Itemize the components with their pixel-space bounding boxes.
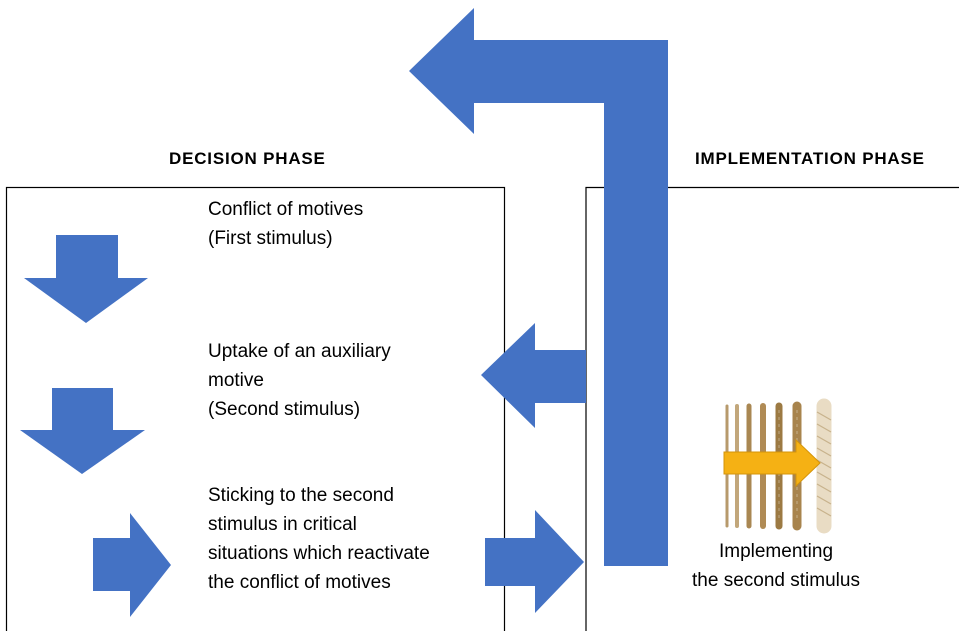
- step-2-line-3: (Second stimulus): [208, 399, 361, 420]
- right-arrow-2: [485, 510, 584, 613]
- implementing-line-2: the second stimulus: [692, 570, 860, 591]
- down-arrow-1: [24, 235, 148, 323]
- step-1-line-2: (First stimulus): [208, 228, 333, 249]
- step-2-line-2: motive: [208, 370, 264, 391]
- step-conflict-of-motives: Conflict of motives (First stimulus): [208, 195, 363, 253]
- ropes-picture: [722, 398, 834, 534]
- step-3-line-3: situations which reactivate: [208, 543, 430, 564]
- implementation-phase-title: IMPLEMENTATION PHASE: [695, 149, 925, 168]
- step-auxiliary-motive: Uptake of an auxiliary motive (Second st…: [208, 337, 391, 424]
- feedback-loop-arrow: [409, 8, 668, 566]
- right-arrow-1: [93, 513, 171, 617]
- step-1-line-1: Conflict of motives: [208, 199, 364, 220]
- step-3-line-1: Sticking to the second: [208, 485, 394, 506]
- orange-arrow: [723, 438, 821, 488]
- left-arrow-to-decision: [481, 323, 586, 428]
- implementing-label: Implementing the second stimulus: [678, 537, 874, 595]
- down-arrow-2: [20, 388, 145, 474]
- step-3-line-4: the conflict of motives: [208, 572, 391, 593]
- implementing-line-1: Implementing: [718, 541, 834, 562]
- step-sticking-to-stimulus: Sticking to the second stimulus in criti…: [208, 481, 430, 597]
- decision-phase-title: DECISION PHASE: [169, 149, 326, 168]
- step-3-line-2: stimulus in critical: [208, 514, 357, 535]
- decision-phase-box: [5, 186, 506, 631]
- step-2-line-1: Uptake of an auxiliary: [208, 341, 391, 362]
- implementation-phase-box: [585, 186, 959, 631]
